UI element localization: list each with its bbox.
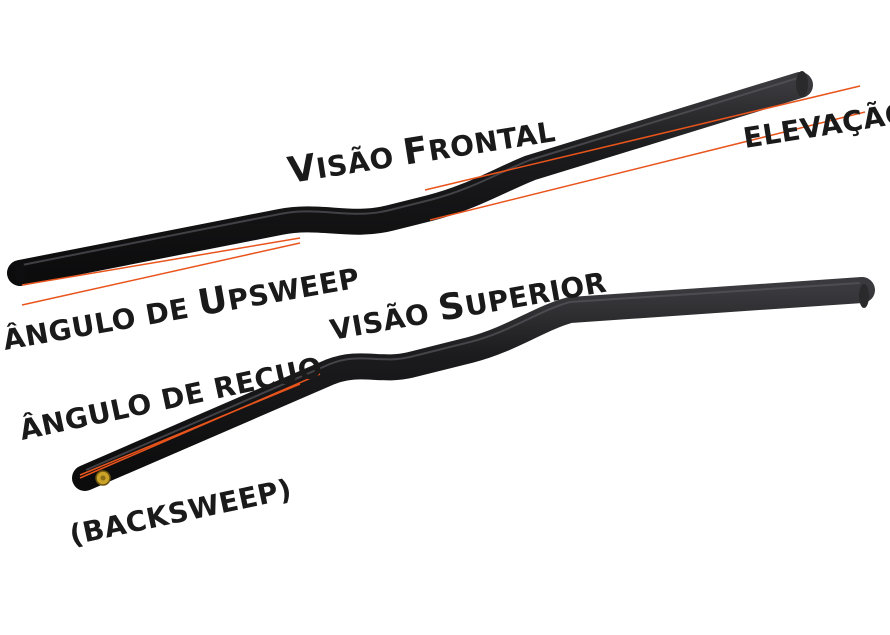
rise-guide-line-1	[424, 85, 861, 191]
upsweep-guide-line-1	[21, 237, 301, 286]
top-view-handlebar	[72, 277, 875, 491]
front-bar-left-end	[15, 260, 25, 286]
top-bar-body	[72, 277, 875, 491]
upsweep-guide-line-2	[21, 242, 301, 306]
front-view-label: VISÃO FRONTAL	[285, 109, 558, 192]
backsweep-guide-line-2	[79, 373, 321, 479]
top-bar-right-end	[859, 284, 869, 308]
rise-guide-line-2	[429, 111, 866, 221]
top-view-label: VISÃO SUPERIOR	[326, 260, 609, 349]
front-view-handlebar	[7, 71, 813, 286]
top-bar-highlight	[85, 282, 861, 471]
bar-end-cap-center	[100, 475, 106, 481]
front-bar-body	[7, 72, 813, 286]
front-bar-right-end	[796, 71, 808, 97]
